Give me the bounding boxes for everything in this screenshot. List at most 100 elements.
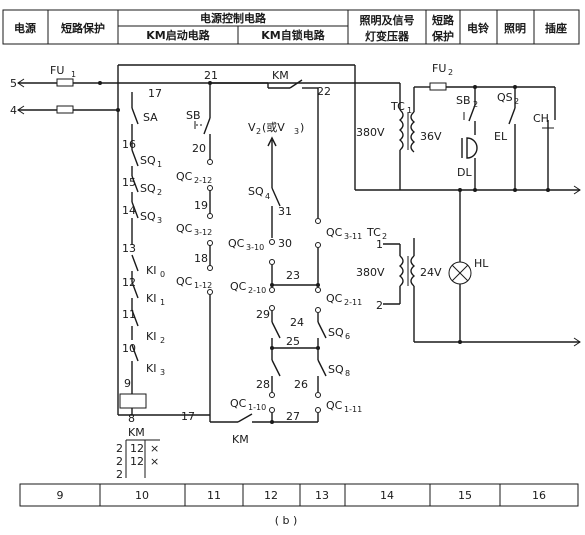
sa-label: SA (143, 111, 158, 124)
footer-col-15: 15 (458, 489, 472, 502)
tc1-label: TC (390, 100, 405, 113)
fu1-label: FU (50, 64, 64, 77)
header-power: 电源 (14, 21, 36, 35)
header-lighting: 照明 (504, 22, 526, 35)
sq8-sub: 8 (345, 369, 350, 378)
hl-label: HL (474, 257, 489, 270)
qs2-sub: 2 (514, 97, 519, 106)
sq4-sub: 4 (265, 192, 270, 201)
node-12: 12 (122, 276, 136, 289)
tc1-sub: 1 (407, 106, 412, 115)
sq2-sub: 2 (157, 188, 162, 197)
qc311-label: QC (326, 226, 343, 239)
qc212-sub: 2-12 (194, 176, 212, 185)
node-28: 28 (256, 378, 270, 391)
node-31: 31 (278, 205, 292, 218)
node-13: 13 (122, 242, 136, 255)
sq6-label: SQ (328, 326, 344, 339)
node-1: 1 (376, 238, 383, 251)
qc110-sub: 1-10 (248, 403, 266, 412)
km-table-c6: × (150, 455, 159, 468)
km-table-c2: 12 (130, 442, 144, 455)
header-light-signal-1: 照明及信号 (360, 13, 415, 27)
ki2-sub: 2 (160, 336, 165, 345)
header-short-protect: 短路保护 (61, 21, 105, 35)
ki3-sub: 3 (160, 368, 165, 377)
fuse-fu2 (429, 82, 447, 91)
sq1-sub: 1 (157, 160, 162, 169)
km-table-c5: 12 (130, 455, 144, 468)
node-16: 16 (122, 138, 136, 151)
sq3-sub: 3 (157, 216, 162, 225)
sq1-label: SQ (140, 154, 156, 167)
qc211-sub: 2-11 (344, 298, 362, 307)
sb-label: SB (186, 109, 201, 122)
km-lock-circuit: KM 22 V 2 (或V 3 ) SQ 4 31 QC 3-10 30 QC … (209, 69, 362, 446)
km-coil (119, 393, 147, 409)
qc111-label: QC (326, 399, 343, 412)
fu2-sub: 2 (448, 68, 453, 77)
node-2: 2 (376, 299, 383, 312)
footer-col-13: 13 (315, 489, 329, 502)
km-contact-table: KM 2 12 × 2 12 × 2 (116, 426, 160, 481)
qc212-label: QC (176, 170, 193, 183)
sq8-label: SQ (328, 363, 344, 376)
tc2-sub: 2 (382, 232, 387, 241)
v2v3-label: V (248, 121, 256, 134)
fuse-fu1-line5 (56, 78, 74, 87)
node-17-top: 17 (148, 87, 162, 100)
header-short-protect2-1: 短路 (432, 13, 455, 27)
km-top-label: KM (272, 69, 289, 82)
header-bell: 电铃 (467, 21, 489, 35)
v380-b-label: 380V (356, 266, 385, 279)
ki1-label: KI (146, 292, 156, 305)
node-30: 30 (278, 237, 292, 250)
km-table-c4: 2 (116, 455, 123, 468)
node-20: 20 (192, 142, 206, 155)
figure-caption: ( b ) (275, 514, 298, 527)
fu1-sub: 1 (71, 70, 76, 79)
qc312-sub: 3-12 (194, 228, 212, 237)
km-table-c3: × (150, 442, 159, 455)
footer-col-11: 11 (207, 489, 221, 502)
node-14: 14 (122, 204, 136, 217)
v2v3-end: ) (300, 121, 304, 134)
line-5-label: 5 (10, 77, 17, 90)
header-socket: 插座 (545, 21, 567, 35)
footer-col-9: 9 (57, 489, 64, 502)
v380-a-label: 380V (356, 126, 385, 139)
node-9: 9 (124, 377, 131, 390)
node-24: 24 (290, 316, 304, 329)
node-8: 8 (128, 412, 135, 425)
sq4-label: SQ (248, 185, 264, 198)
fu2-label: FU (432, 62, 446, 75)
km-table-c7: 2 (116, 468, 123, 481)
node-23: 23 (286, 269, 300, 282)
v24-label: 24V (420, 266, 442, 279)
qc310-sub: 3-10 (246, 243, 264, 252)
header-table: 电源 短路保护 电源控制电路 KM启动电路 KM自锁电路 照明及信号 灯变压器 … (2, 9, 580, 45)
qc210-sub: 2-10 (248, 286, 266, 295)
v36-label: 36V (420, 130, 442, 143)
sq6-sub: 6 (345, 332, 350, 341)
qc311-sub: 3-11 (344, 232, 362, 241)
lighting-signal-circuit: TC 1 380V 36V FU 2 SB 2 DL QS 2 EL CH (356, 62, 581, 347)
qc310-label: QC (228, 237, 245, 250)
line-4-label: 4 (10, 104, 17, 117)
node-25: 25 (286, 335, 300, 348)
qc112-sub: 1-12 (194, 281, 212, 290)
sb2-sub: 2 (473, 100, 478, 109)
header-km-start: KM启动电路 (146, 28, 210, 42)
qc110-label: QC (230, 397, 247, 410)
node-26: 26 (294, 378, 308, 391)
ch-label: CH (533, 112, 549, 125)
tc2-label: TC (366, 226, 381, 239)
node-18: 18 (194, 252, 208, 265)
header-km-lock: KM自锁电路 (261, 28, 325, 42)
qs2-label: QS (497, 91, 513, 104)
v2v3-sub: 2 (256, 127, 261, 136)
km-coil-label: KM (128, 426, 145, 439)
el-label: EL (494, 130, 508, 143)
ki-chain: 17 SA 16 SQ 1 15 SQ 2 14 SQ 3 13 KI 0 12… (117, 64, 401, 425)
bell-icon (466, 137, 478, 159)
